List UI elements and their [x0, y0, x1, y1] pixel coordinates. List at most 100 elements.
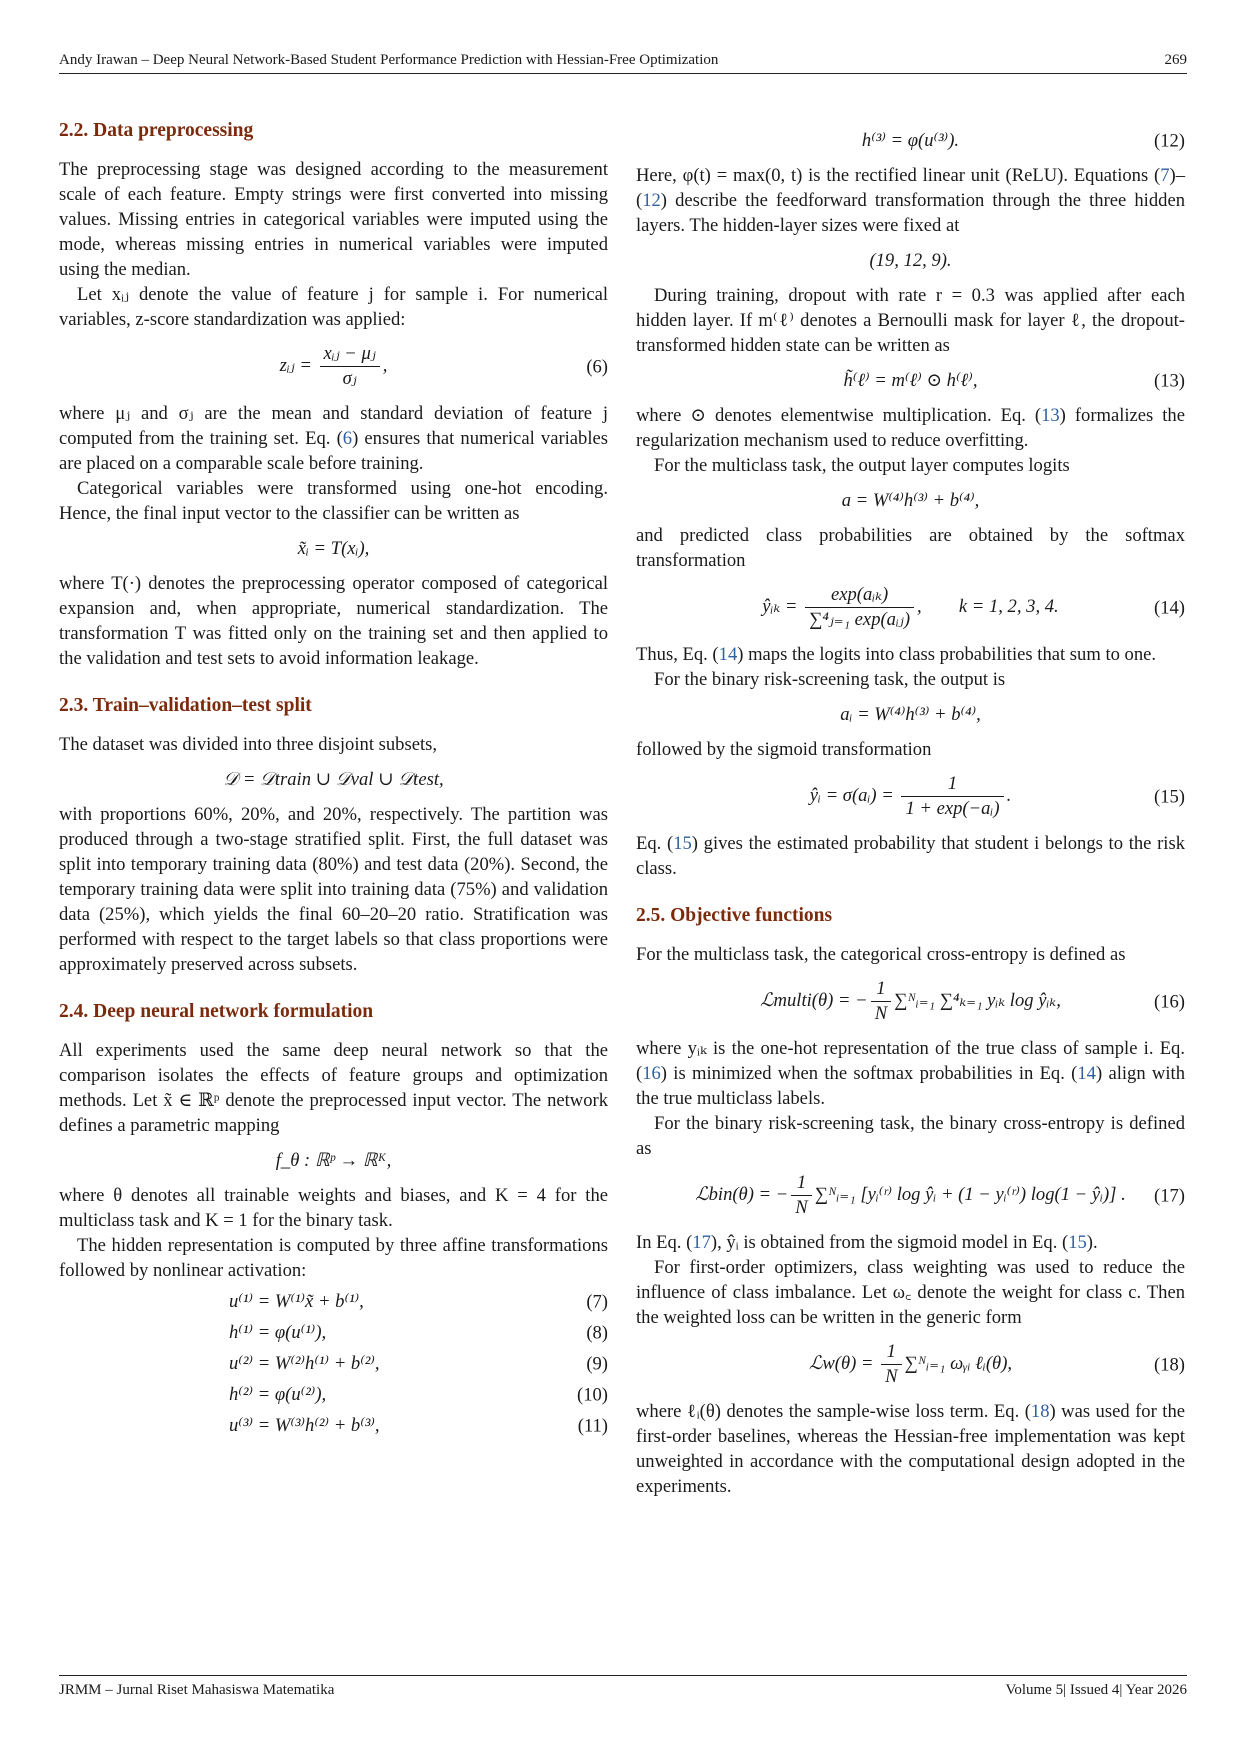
equation: h⁽²⁾ = φ(u⁽²⁾), (10) [59, 1382, 608, 1407]
equation: h̃⁽ℓ⁾ = m⁽ℓ⁾ ⊙ h⁽ℓ⁾, (13) [636, 368, 1185, 393]
paragraph: The preprocessing stage was designed acc… [59, 159, 608, 280]
equation-number: (18) [1154, 1354, 1185, 1375]
equation-rhs: ∑ᴺᵢ₌₁ [yᵢ⁽ʳ⁾ log ŷᵢ + (1 − yᵢ⁽ʳ⁾) log(1 … [814, 1183, 1126, 1205]
footer-journal: JRMM – Jurnal Riset Mahasiswa Matematika [59, 1682, 335, 1698]
equation-lhs: f_θ : ℝᵖ → ℝᴷ, [275, 1150, 392, 1171]
equation-lhs: ŷᵢₖ = [762, 595, 803, 617]
equation: h⁽³⁾ = φ(u⁽³⁾). (12) [636, 128, 1185, 153]
equation-reference-link[interactable]: 6 [342, 428, 353, 449]
equation-rhs: ∑ᴺᵢ₌₁ ωᵧᵢ ℓᵢ(θ), [904, 1352, 1013, 1374]
section-heading: 2.5. Objective functions [636, 905, 833, 926]
equation-number: (10) [577, 1384, 608, 1405]
equation-lhs: 𝒟 = 𝒟train ∪ 𝒟val ∪ 𝒟test, [223, 769, 444, 790]
equation-reference-link[interactable]: 15 [673, 833, 692, 854]
fraction-numerator: 1 [791, 1171, 812, 1196]
equation-reference-link[interactable]: 18 [1030, 1401, 1050, 1422]
equation-lhs: h⁽³⁾ = φ(u⁽³⁾). [861, 130, 960, 151]
equation: 𝒟 = 𝒟train ∪ 𝒟val ∪ 𝒟test, [59, 767, 608, 792]
paragraph: For the multiclass task, the categorical… [636, 944, 1126, 965]
fraction-denominator: σⱼ [342, 368, 357, 389]
equation: u⁽³⁾ = W⁽³⁾h⁽²⁾ + b⁽³⁾, (11) [59, 1413, 608, 1438]
equation-rhs: . [1006, 784, 1012, 806]
fraction: exp(aᵢₖ)∑⁴ⱼ₌₁ exp(aᵢⱼ) [805, 583, 915, 632]
equation: u⁽¹⁾ = W⁽¹⁾x̃ + b⁽¹⁾, (7) [59, 1289, 608, 1314]
equation-lhs: zᵢⱼ = [279, 354, 317, 376]
equation-reference-link[interactable]: 17 [692, 1232, 711, 1253]
equation-lhs: aᵢ = W⁽⁴⁾h⁽³⁾ + b⁽⁴⁾, [840, 704, 981, 725]
equation-lhs: h⁽¹⁾ = φ(u⁽¹⁾), [229, 1322, 327, 1343]
header-title: Andy Irawan – Deep Neural Network-Based … [59, 52, 719, 68]
paragraph: For first-order optimizers, class weight… [636, 1257, 1185, 1328]
equation-number: (16) [1154, 991, 1185, 1012]
paragraph: During training, dropout with rate r = 0… [636, 285, 1185, 356]
paragraph: The hidden representation is computed by… [59, 1235, 608, 1281]
equation-number: (11) [577, 1415, 608, 1436]
equation: f_θ : ℝᵖ → ℝᴷ, [59, 1148, 608, 1173]
fraction-denominator: N [885, 1366, 898, 1387]
paragraph: The dataset was divided into three disjo… [59, 734, 438, 755]
section-heading: 2.3. Train–validation–test split [59, 695, 312, 716]
equation-lhs: h⁽²⁾ = φ(u⁽²⁾), [229, 1384, 327, 1405]
equation-number: (8) [586, 1322, 608, 1343]
equation-lhs: h̃⁽ℓ⁾ = m⁽ℓ⁾ ⊙ h⁽ℓ⁾, [843, 370, 978, 391]
equation-lhs: x̃ᵢ = T(xᵢ), [297, 538, 370, 559]
equation-lhs: a = W⁽⁴⁾h⁽³⁾ + b⁽⁴⁾, [841, 490, 980, 511]
paragraph: with proportions 60%, 20%, and 20%, resp… [59, 804, 608, 975]
equation-reference-link[interactable]: 7 [1160, 165, 1170, 186]
paragraph: Let xᵢⱼ denote the value of feature j fo… [59, 284, 608, 330]
paragraph: where T(·) denotes the preprocessing ope… [59, 573, 608, 669]
equation-rhs: ∑ᴺᵢ₌₁ ∑⁴ₖ₌₁ yᵢₖ log ŷᵢₖ, [894, 989, 1061, 1011]
equation-reference-link[interactable]: 16 [642, 1063, 661, 1084]
fraction-denominator: N [795, 1197, 808, 1218]
equation: aᵢ = W⁽⁴⁾h⁽³⁾ + b⁽⁴⁾, [636, 702, 1185, 727]
equation-lhs: u⁽¹⁾ = W⁽¹⁾x̃ + b⁽¹⁾, [229, 1291, 364, 1312]
fraction-denominator: ∑⁴ⱼ₌₁ exp(aᵢⱼ) [809, 609, 911, 630]
equation-number: (6) [586, 356, 608, 377]
equation-group: u⁽¹⁾ = W⁽¹⁾x̃ + b⁽¹⁾, (7) h⁽¹⁾ = φ(u⁽¹⁾), (… [59, 1289, 608, 1438]
equation-reference-link[interactable]: 14 [718, 644, 738, 665]
paragraph: For the binary risk-screening task, the … [654, 669, 1006, 690]
paragraph: where ⊙ denotes elementwise multiplicati… [636, 405, 1185, 451]
section-heading: 2.4. Deep neural network formulation [59, 1001, 374, 1022]
equation-rhs: , k = 1, 2, 3, 4. [917, 595, 1059, 617]
equation-reference-link[interactable]: 12 [642, 190, 661, 211]
equation-lhs: (19, 12, 9). [869, 250, 952, 271]
equation-reference-link[interactable]: 14 [1077, 1063, 1096, 1084]
fraction-denominator: 1 + exp(−aᵢ) [905, 798, 1000, 819]
equation-rhs: , [382, 354, 388, 376]
right-column: h⁽³⁾ = φ(u⁽³⁾).(12)Here, φ(t) = max(0, t… [636, 118, 1185, 1499]
equation-number: (7) [586, 1291, 608, 1312]
paragraph: and predicted class probabilities are ob… [636, 525, 1185, 571]
equation-number: (17) [1154, 1185, 1185, 1206]
page-number: 269 [1164, 52, 1188, 68]
equation-number: (14) [1154, 597, 1185, 618]
section-heading: 2.2. Data preprocessing [59, 120, 254, 141]
paragraph: where θ denotes all trainable weights an… [59, 1185, 608, 1231]
equation: (19, 12, 9). [636, 248, 1185, 273]
paragraph: In Eq. (17), ŷᵢ is obtained from the sig… [636, 1232, 1098, 1253]
fraction-numerator: 1 [870, 977, 892, 1002]
fraction-numerator: xᵢⱼ − μⱼ [319, 342, 380, 367]
paragraph: For the binary risk-screening task, the … [636, 1113, 1185, 1159]
equation: u⁽²⁾ = W⁽²⁾h⁽¹⁾ + b⁽²⁾,(9) [59, 1351, 608, 1376]
equation-reference-link[interactable]: 13 [1041, 405, 1060, 426]
equation-number: (13) [1154, 370, 1185, 391]
equation-number: (12) [1154, 130, 1185, 151]
paragraph: Thus, Eq. (14) maps the logits into clas… [636, 644, 1157, 665]
equation-lhs: u⁽³⁾ = W⁽³⁾h⁽²⁾ + b⁽³⁾, [229, 1415, 380, 1436]
fraction-numerator: exp(aᵢₖ) [805, 583, 915, 608]
equation-lhs: u⁽²⁾ = W⁽²⁾h⁽¹⁾ + b⁽²⁾, [229, 1353, 380, 1374]
paragraph: For the multiclass task, the output laye… [654, 455, 1070, 476]
equation-reference-link[interactable]: 15 [1068, 1232, 1087, 1253]
